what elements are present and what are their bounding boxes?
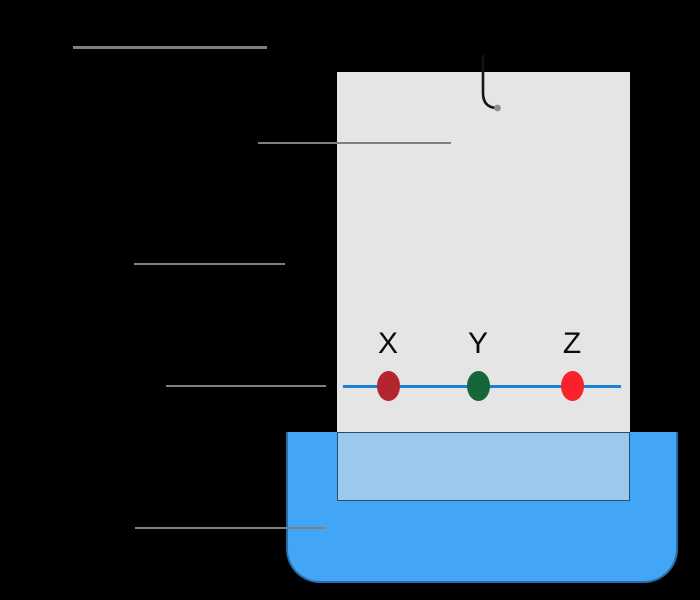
submerged-paper-region bbox=[337, 432, 630, 501]
leader-line-baseline bbox=[166, 385, 326, 387]
spot-z bbox=[561, 371, 584, 401]
leader-line-solvent bbox=[135, 527, 326, 529]
spot-label-y: Y bbox=[467, 327, 488, 360]
spot-y bbox=[467, 371, 490, 401]
leader-line-paper bbox=[258, 142, 451, 144]
spot-label-x: X bbox=[377, 327, 398, 360]
title-underline bbox=[73, 46, 267, 49]
spot-label-z: Z bbox=[562, 327, 582, 360]
leader-line-container bbox=[134, 263, 285, 265]
spot-x bbox=[377, 371, 400, 401]
